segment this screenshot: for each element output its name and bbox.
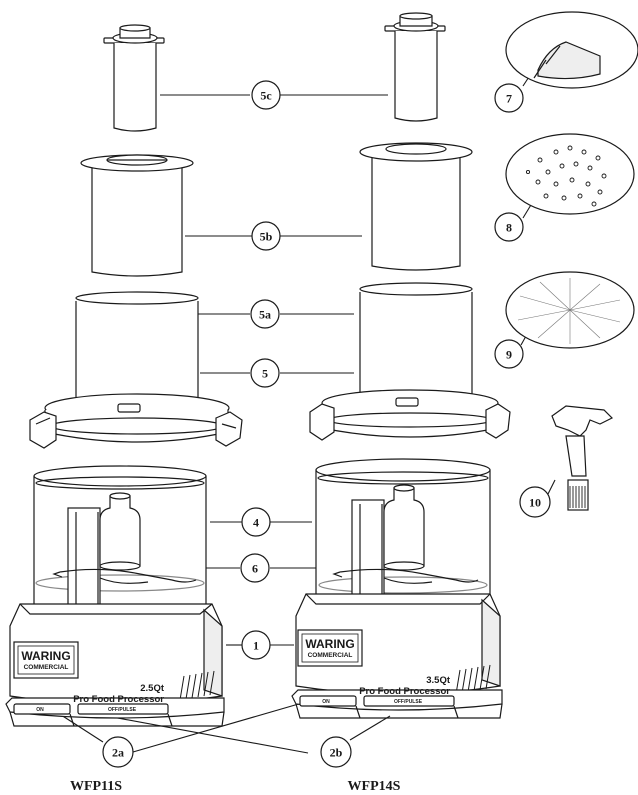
callout-8: 8: [494, 212, 524, 242]
callout-2a-label: 2a: [112, 746, 124, 760]
left-base-vents: [179, 670, 215, 701]
callout-7: 7: [494, 83, 524, 113]
flat-disc: [505, 271, 635, 349]
right-waring-logo: WARING COMMERCIAL: [297, 629, 363, 667]
right-on-label: ON: [322, 699, 330, 705]
slicing-disc: [505, 11, 638, 89]
callout-4-label: 4: [253, 516, 259, 530]
callout-5: 5: [250, 358, 280, 388]
callout-7-label: 7: [506, 92, 512, 106]
brush-bristles: [569, 486, 586, 508]
flat-disc-rays: [517, 278, 621, 344]
callout-4: 4: [241, 507, 271, 537]
right-logo-sub: COMMERCIAL: [308, 652, 353, 659]
left-on-label: ON: [36, 707, 44, 713]
shredding-disc: [505, 133, 635, 215]
right-off-label: OFF/PULSE: [394, 699, 423, 705]
right-blade-assembly: [332, 484, 479, 584]
left-blade-assembly: [52, 492, 197, 584]
model-label-right: WFP14S: [348, 779, 401, 794]
left-off-label: OFF/PULSE: [108, 707, 137, 713]
right-capacity-label: 3.5Qt: [426, 675, 451, 686]
right-small-pusher: [384, 12, 446, 122]
left-product-label: Pro Food Processor: [73, 694, 164, 705]
callout-5c-label: 5c: [260, 89, 272, 103]
left-waring-logo: WARING COMMERCIAL: [13, 641, 79, 679]
right-large-pusher: [359, 142, 473, 271]
callout-6-label: 6: [252, 562, 258, 576]
callout-9: 9: [494, 339, 524, 369]
left-logo-sub: COMMERCIAL: [24, 664, 69, 671]
left-motor-base: [5, 603, 225, 727]
callout-9-label: 9: [506, 348, 512, 362]
callout-2b: 2b: [320, 736, 352, 768]
callout-2a: 2a: [102, 736, 134, 768]
callout-5b: 5b: [251, 221, 281, 251]
callout-5c: 5c: [251, 80, 281, 110]
right-feed-tube-lid: [309, 282, 511, 441]
callout-10-label: 10: [529, 496, 541, 510]
callout-8-label: 8: [506, 221, 512, 235]
left-feed-tube-lid: [29, 291, 243, 449]
right-product-label: Pro Food Processor: [359, 686, 450, 697]
callout-2b-label: 2b: [330, 746, 343, 760]
right-motor-base: [291, 593, 503, 719]
left-capacity-label: 2.5Qt: [140, 683, 165, 694]
left-small-pusher: [103, 24, 165, 132]
callout-6: 6: [240, 553, 270, 583]
callout-1-label: 1: [253, 639, 259, 653]
callout-1: 1: [241, 630, 271, 660]
model-label-left: WFP11S: [70, 779, 122, 794]
left-large-pusher: [80, 154, 194, 277]
shredding-holes: [525, 145, 607, 207]
callout-5a-label: 5a: [259, 308, 271, 322]
cleaning-brush-tool: [551, 405, 614, 511]
left-logo-main: WARING: [21, 649, 70, 663]
callout-5b-label: 5b: [260, 230, 273, 244]
callout-10: 10: [519, 486, 551, 518]
callout-5-label: 5: [262, 367, 268, 381]
right-logo-main: WARING: [305, 637, 354, 651]
callout-5a: 5a: [250, 299, 280, 329]
